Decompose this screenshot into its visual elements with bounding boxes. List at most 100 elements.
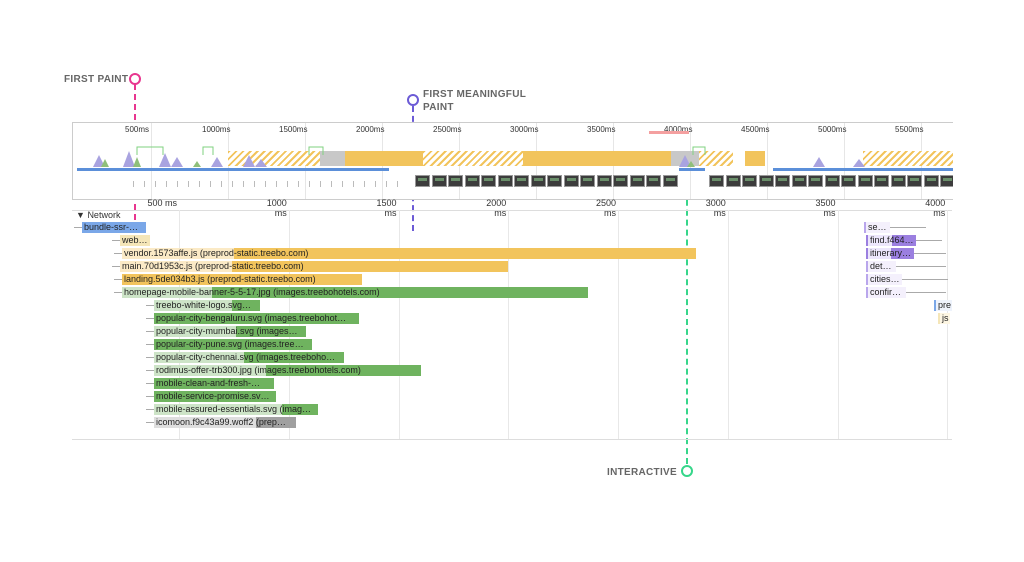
screenshot-thumbnail[interactable] xyxy=(547,175,562,187)
network-request-row[interactable]: se… xyxy=(864,222,890,233)
screenshot-thumbnail[interactable] xyxy=(448,175,463,187)
first-paint-label: FIRST PAINT xyxy=(64,74,129,85)
activity-gray-1 xyxy=(319,151,345,166)
grid-line xyxy=(288,210,290,440)
network-request-row[interactable]: vendor.1573affe.js (preprod-static.treeb… xyxy=(122,248,696,259)
network-request-row[interactable]: det… xyxy=(866,261,896,272)
network-request-label: popular-city-bengaluru.svg (images.treeb… xyxy=(156,313,347,323)
screenshot-thumbnail[interactable] xyxy=(563,175,579,187)
network-request-row[interactable]: pre… xyxy=(934,300,952,311)
collapse-triangle-icon[interactable]: ▼ xyxy=(76,210,85,220)
first-meaningful-paint-label-line1: FIRST MEANINGFUL xyxy=(423,89,527,100)
grid-line xyxy=(618,210,619,440)
network-request-label: det… xyxy=(870,261,892,271)
network-request-row[interactable]: find.f464… xyxy=(866,235,916,246)
request-wait-segment xyxy=(154,365,266,376)
network-request-row[interactable]: bundle-ssr-… xyxy=(82,222,146,233)
request-download-line xyxy=(902,279,948,280)
request-download-line xyxy=(890,227,926,228)
request-download-line xyxy=(896,266,946,267)
request-queue-line xyxy=(112,240,120,241)
screenshot-thumbnail[interactable] xyxy=(923,175,939,187)
network-request-row[interactable]: homepage-mobile-banner-5-5-17.jpg (image… xyxy=(122,287,588,298)
network-request-row[interactable]: mobile-clean-and-fresh-… xyxy=(154,378,274,389)
screenshot-thumbnail[interactable] xyxy=(662,175,678,187)
network-request-row[interactable]: js xyxy=(938,313,950,324)
network-request-row[interactable]: treebo-white-logo.svg… xyxy=(154,300,260,311)
screenshot-thumbnail[interactable] xyxy=(646,175,661,187)
ruler-tick-label: 2500 ms xyxy=(595,198,616,218)
screenshot-thumbnail[interactable] xyxy=(791,175,807,187)
screenshot-thumbnail[interactable] xyxy=(431,175,447,187)
network-request-row[interactable]: web… xyxy=(120,235,150,246)
screenshot-thumbnail[interactable] xyxy=(530,175,546,187)
network-request-row[interactable]: popular-city-chennai.svg (images.treeboh… xyxy=(154,352,344,363)
activity-yellow-1 xyxy=(345,151,423,166)
network-request-row[interactable]: cities… xyxy=(866,274,902,285)
network-request-row[interactable]: landing.5de034b3.js (preprod-static.tree… xyxy=(122,274,362,285)
screenshot-thumbnail[interactable] xyxy=(415,175,430,187)
network-request-label: landing.5de034b3.js (preprod-static.tree… xyxy=(124,274,316,284)
network-request-row[interactable]: main.70d1953c.js (preprod-static.treebo.… xyxy=(120,261,508,272)
screenshot-thumbnail[interactable] xyxy=(940,175,953,187)
network-request-label: mobile-clean-and-fresh-… xyxy=(156,378,261,388)
ruler-tick-label: 1000 ms xyxy=(266,198,287,218)
request-queue-line xyxy=(146,357,154,358)
network-request-row[interactable]: mobile-assured-essentials.svg (imag… xyxy=(154,404,318,415)
screenshot-thumbnail[interactable] xyxy=(629,175,645,187)
screenshot-thumbnail[interactable] xyxy=(742,175,757,187)
grid-line xyxy=(947,210,949,440)
network-request-label: popular-city-pune.svg (images.tree… xyxy=(156,339,304,349)
screenshot-thumbnail[interactable] xyxy=(464,175,480,187)
overview-tick-label: 500ms xyxy=(125,125,150,134)
screenshot-thumbnail[interactable] xyxy=(824,175,840,187)
network-request-label: cities… xyxy=(870,274,900,284)
network-request-label: js xyxy=(942,313,949,323)
screenshot-thumbnail[interactable] xyxy=(874,175,889,187)
screenshot-thumbnail[interactable] xyxy=(481,175,496,187)
screenshot-thumbnail[interactable] xyxy=(857,175,873,187)
request-queue-line xyxy=(146,344,154,345)
screenshot-thumbnail[interactable] xyxy=(596,175,612,187)
interactive-marker-icon[interactable] xyxy=(681,465,693,477)
screenshot-thumbnail[interactable] xyxy=(514,175,529,187)
overview-tick-label: 4500ms xyxy=(741,125,770,134)
screenshot-thumbnail[interactable] xyxy=(841,175,856,187)
network-request-row[interactable]: popular-city-pune.svg (images.tree… xyxy=(154,339,312,350)
request-wait-segment xyxy=(120,261,232,272)
network-request-row[interactable]: itinerary… xyxy=(866,248,914,259)
screenshot-thumbnail[interactable] xyxy=(725,175,741,187)
first-meaningful-paint-marker-icon[interactable] xyxy=(407,94,419,106)
screenshot-thumbnail[interactable] xyxy=(580,175,595,187)
network-request-label: pre… xyxy=(938,300,952,310)
overview-tick-label: 4000ms xyxy=(664,125,693,134)
network-request-row[interactable]: popular-city-bengaluru.svg (images.treeb… xyxy=(154,313,359,324)
screenshot-thumbnail[interactable] xyxy=(808,175,823,187)
network-section-header[interactable]: ▼ Network xyxy=(76,210,120,220)
frame-tick xyxy=(298,181,299,187)
network-request-label: homepage-mobile-banner-5-5-17.jpg (image… xyxy=(124,287,380,297)
screenshot-thumbnail[interactable] xyxy=(907,175,922,187)
activity-yellow-2 xyxy=(523,151,693,166)
request-queue-line xyxy=(146,383,154,384)
screenshot-thumbnail[interactable] xyxy=(775,175,790,187)
network-request-row[interactable]: icomoon.f9c43a99.woff2 (prep… xyxy=(154,417,296,428)
network-request-label: bundle-ssr-… xyxy=(84,222,139,232)
screenshot-thumbnail[interactable] xyxy=(497,175,513,187)
grid-line xyxy=(179,210,180,440)
ruler-tick-label: 500 ms xyxy=(147,198,177,208)
network-request-label: itinerary… xyxy=(870,248,912,258)
network-request-label: treebo-white-logo.svg… xyxy=(156,300,252,310)
network-activity-bar xyxy=(77,168,389,171)
network-request-label: se… xyxy=(868,222,887,232)
screenshot-thumbnail[interactable] xyxy=(613,175,628,187)
network-request-row[interactable]: confir… xyxy=(866,287,906,298)
screenshot-thumbnail[interactable] xyxy=(709,175,724,187)
screenshot-thumbnail[interactable] xyxy=(890,175,906,187)
network-request-row[interactable]: popular-city-mumbai.svg (images… xyxy=(154,326,306,337)
network-request-row[interactable]: rodimus-offer-trb300.jpg (images.treeboh… xyxy=(154,365,421,376)
screenshot-thumbnail[interactable] xyxy=(758,175,774,187)
network-request-row[interactable]: mobile-service-promise.sv… xyxy=(154,391,276,402)
